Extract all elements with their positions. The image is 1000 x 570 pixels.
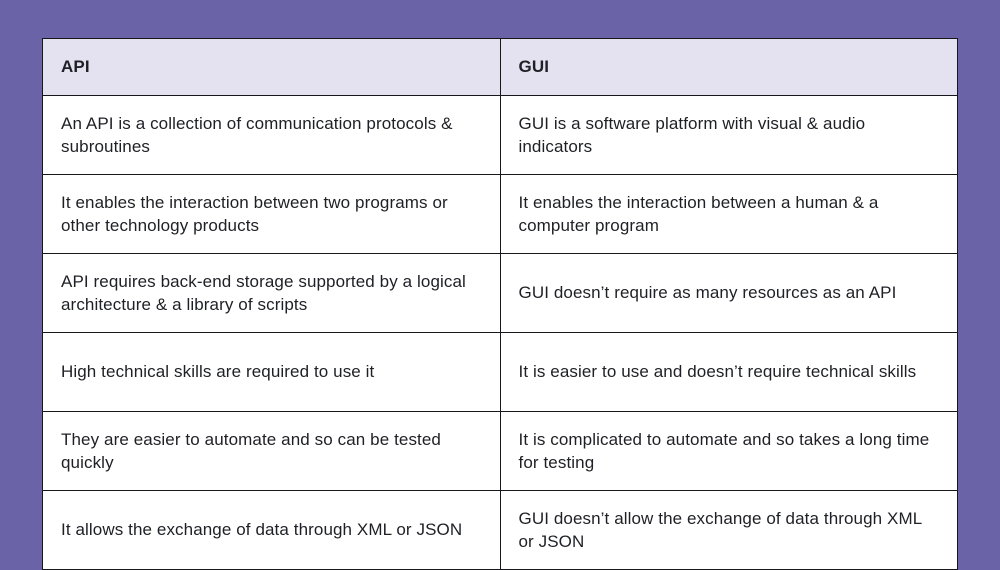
api-cell: They are easier to automate and so can b… bbox=[42, 411, 501, 491]
table-row: It enables the interaction between two p… bbox=[42, 174, 958, 254]
column-header-api: API bbox=[42, 38, 501, 96]
gui-cell: It enables the interaction between a hum… bbox=[499, 174, 958, 254]
gui-cell: GUI is a software platform with visual &… bbox=[499, 95, 958, 175]
table-row: API requires back-end storage supported … bbox=[42, 253, 958, 333]
gui-cell: It is complicated to automate and so tak… bbox=[499, 411, 958, 491]
page-background: { "colors": { "page_background": "#6a63a… bbox=[42, 38, 958, 570]
gui-cell: GUI doesn’t require as many resources as… bbox=[499, 253, 958, 333]
comparison-table-container: API GUI An API is a collection of commun… bbox=[42, 38, 958, 570]
api-cell: It enables the interaction between two p… bbox=[42, 174, 501, 254]
table-row: High technical skills are required to us… bbox=[42, 332, 958, 412]
api-cell: High technical skills are required to us… bbox=[42, 332, 501, 412]
column-header-gui: GUI bbox=[499, 38, 958, 96]
table-row: They are easier to automate and so can b… bbox=[42, 411, 958, 491]
table-row: An API is a collection of communication … bbox=[42, 95, 958, 175]
api-vs-gui-comparison-table: API GUI An API is a collection of commun… bbox=[42, 38, 958, 570]
gui-cell: GUI doesn’t allow the exchange of data t… bbox=[499, 490, 958, 570]
api-cell: It allows the exchange of data through X… bbox=[42, 490, 501, 570]
table-row: It allows the exchange of data through X… bbox=[42, 490, 958, 570]
api-cell: An API is a collection of communication … bbox=[42, 95, 501, 175]
gui-cell: It is easier to use and doesn’t require … bbox=[499, 332, 958, 412]
api-cell: API requires back-end storage supported … bbox=[42, 253, 501, 333]
table-header-row: API GUI bbox=[42, 38, 958, 96]
